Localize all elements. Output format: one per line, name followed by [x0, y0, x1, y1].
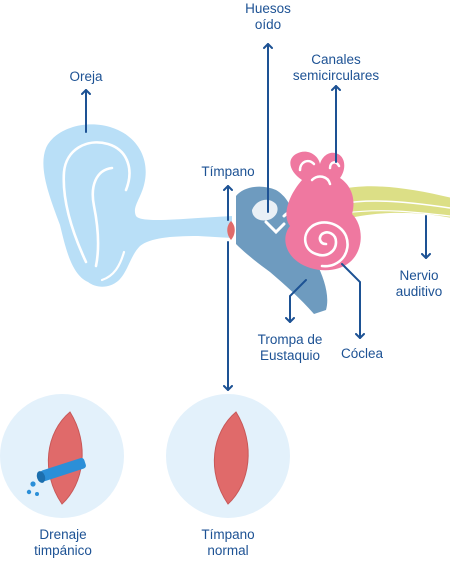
annotation-arrows	[81, 43, 431, 391]
inset-tympanostomy-tube	[0, 394, 124, 518]
drain-tube-icon	[26, 457, 86, 496]
auditory-nerve	[338, 186, 450, 220]
label-coclea: Cóclea	[340, 346, 384, 361]
cochlea-spiral	[303, 221, 349, 268]
label-timpano: Tímpano	[201, 164, 255, 179]
eardrum-in-situ	[227, 221, 235, 240]
label-oreja: Oreja	[69, 69, 103, 84]
inset-normal-eardrum	[166, 394, 290, 518]
arrow-trompa	[285, 279, 307, 323]
arrow-coclea	[341, 263, 365, 339]
outer-ear-pinna	[43, 124, 232, 287]
inner-ear	[285, 151, 361, 271]
